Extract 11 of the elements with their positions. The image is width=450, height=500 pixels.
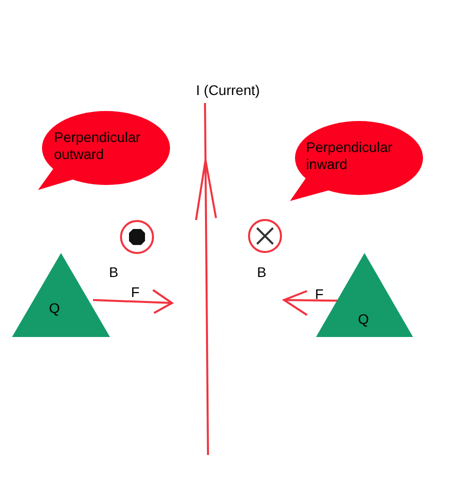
charge-label: Q xyxy=(358,311,369,328)
bubble-text: Perpendicular outward xyxy=(54,129,142,163)
force-label: F xyxy=(315,286,324,302)
field-label: B xyxy=(257,264,266,280)
bubble-text: Perpendicular inward xyxy=(306,139,394,173)
current-label: I (Current) xyxy=(196,82,260,98)
force-label: F xyxy=(131,284,140,300)
field-label: B xyxy=(109,264,118,280)
charge-triangle xyxy=(316,253,413,337)
charge-label: Q xyxy=(49,300,60,317)
charge-triangle xyxy=(12,253,110,337)
